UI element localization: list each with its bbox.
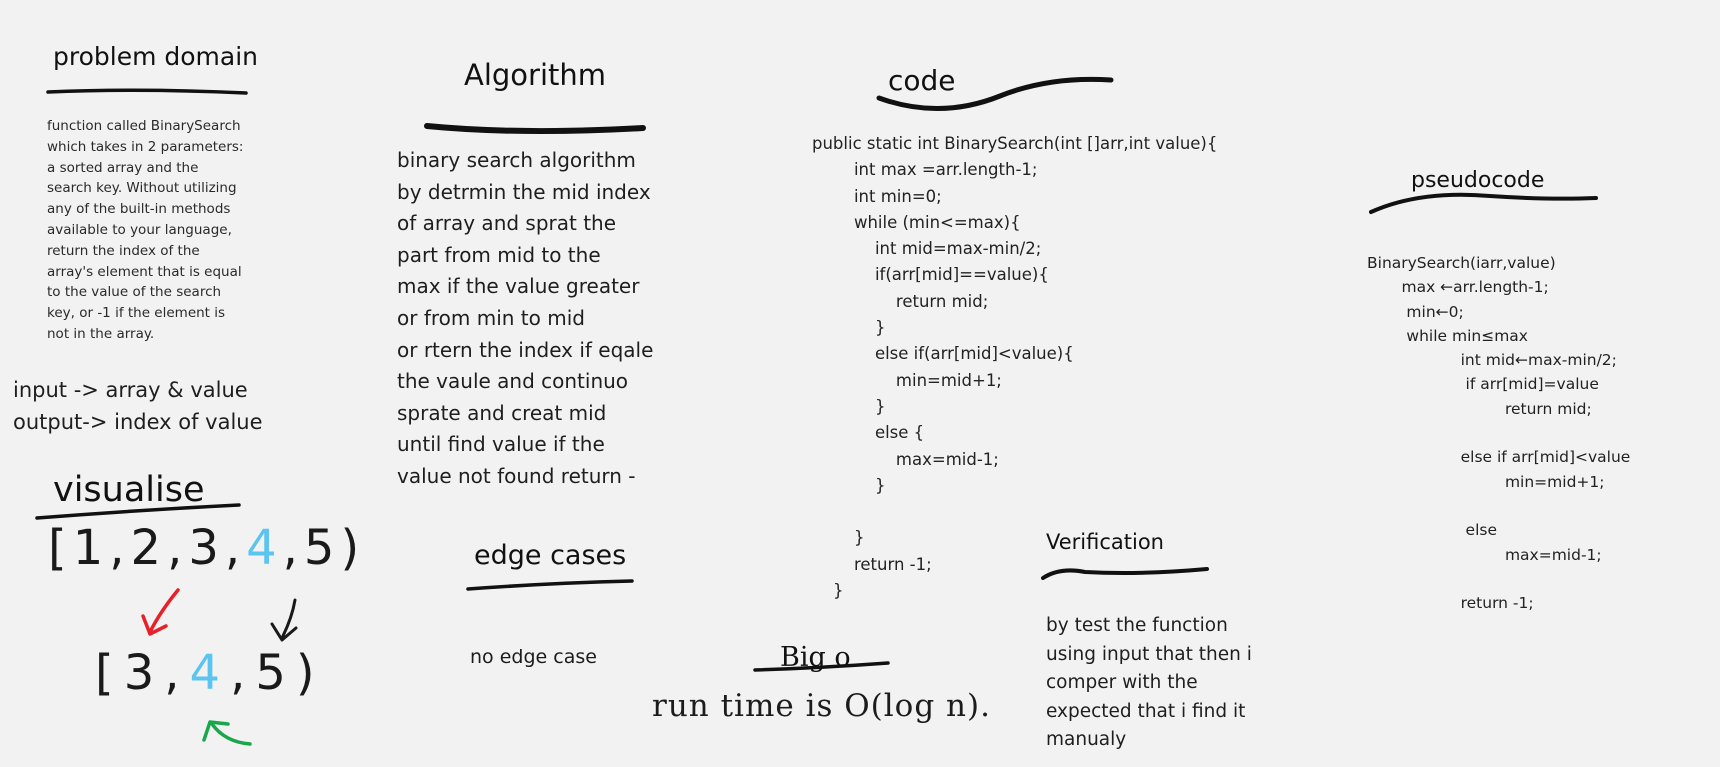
- problem-line: return the index of the: [47, 242, 200, 259]
- problem-line: available to your language,: [47, 221, 232, 238]
- code-line: }: [812, 318, 886, 338]
- code-line: max=mid-1;: [812, 449, 999, 469]
- pseudo-line: return -1;: [1367, 594, 1534, 613]
- algorithm-line: max if the value greater: [397, 274, 640, 299]
- verification-heading: Verification: [1046, 530, 1164, 554]
- problem-line: a sorted array and the: [47, 159, 199, 176]
- pseudo-line: [1367, 567, 1630, 591]
- algorithm-line: until find value if the: [397, 432, 605, 457]
- code-block: public static int BinarySearch(int []arr…: [812, 131, 1217, 604]
- pseudo-line: if arr[mid]=value: [1367, 375, 1599, 394]
- array-row-sub: [3,4,5): [95, 645, 325, 701]
- red-arrow-icon: [141, 588, 180, 636]
- algorithm-line: of array and sprat the: [397, 211, 617, 236]
- array-sub-right: ,5): [230, 645, 325, 701]
- pseudo-line: [1367, 421, 1630, 445]
- verification-line: by test the function: [1046, 615, 1228, 636]
- edge-cases-text: no edge case: [470, 646, 597, 668]
- problem-line: not in the array.: [47, 325, 155, 342]
- algorithm-line: the vaule and continuo: [397, 369, 629, 394]
- code-line: else if(arr[mid]<value){: [812, 344, 1074, 364]
- verification-line: manualy: [1046, 729, 1127, 750]
- pseudo-line: [1367, 494, 1630, 518]
- verification-text: by test the function using input that th…: [1046, 612, 1252, 755]
- problem-line: which takes in 2 parameters:: [47, 138, 244, 155]
- input-line: input -> array & value: [13, 378, 248, 402]
- algorithm-line: or from min to mid: [397, 305, 585, 330]
- array-sub-left: [3,: [95, 645, 190, 701]
- code-line: public static int BinarySearch(int []arr…: [812, 134, 1218, 153]
- algorithm-line: part from mid to the: [397, 242, 601, 267]
- pseudo-line: else: [1367, 521, 1497, 540]
- edge-cases-underline: [466, 579, 634, 591]
- verification-line: using input that then i: [1046, 643, 1252, 665]
- array-sub-highlight: 4: [189, 645, 231, 701]
- pseudo-line: max=mid-1;: [1367, 545, 1602, 564]
- problem-line: array's element that is equal: [47, 263, 242, 280]
- array-row-left: [1,2,3,: [48, 520, 247, 576]
- algorithm-line: binary search algorithm: [397, 148, 636, 172]
- code-underline: [876, 76, 1114, 111]
- code-line: else {: [812, 423, 925, 443]
- big-o-text: run time is O(log n).: [652, 688, 991, 724]
- algorithm-underline: [424, 123, 646, 135]
- problem-line: search key. Without utilizing: [47, 180, 237, 197]
- code-line: int min=0;: [812, 186, 942, 206]
- code-heading: code: [888, 64, 956, 97]
- code-line: }: [812, 475, 886, 495]
- pseudo-line: BinarySearch(iarr,value): [1367, 254, 1556, 272]
- green-arrow-icon: [202, 720, 252, 746]
- pseudocode-underline: [1369, 192, 1598, 214]
- verification-line: expected that i find it: [1046, 700, 1246, 722]
- array-row-full: [1,2,3,4,5): [48, 520, 365, 576]
- black-arrow-icon: [270, 598, 298, 642]
- code-line: min=mid+1;: [812, 370, 1002, 390]
- algorithm-line: sprate and creat mid: [397, 400, 607, 425]
- pseudocode-heading: pseudocode: [1411, 168, 1545, 193]
- edge-cases-heading: edge cases: [474, 540, 627, 571]
- code-line: while (min<=max){: [812, 212, 1021, 232]
- pseudo-line: return mid;: [1367, 399, 1592, 418]
- problem-domain-text: function called BinarySearch which takes…: [47, 116, 277, 345]
- code-line: int max =arr.length-1;: [812, 160, 1038, 180]
- code-line: return -1;: [812, 554, 932, 574]
- code-line: return mid;: [812, 291, 989, 311]
- pseudo-line: min←0;: [1367, 302, 1464, 321]
- big-o-underline: [753, 661, 890, 672]
- problem-domain-heading: problem domain: [53, 42, 259, 71]
- code-line: if(arr[mid]==value){: [812, 265, 1049, 285]
- pseudo-line: else if arr[mid]<value: [1367, 448, 1631, 467]
- output-line: output-> index of value: [13, 410, 263, 434]
- visualise-arrows: [141, 588, 298, 746]
- pseudo-line: while min≤max: [1367, 326, 1528, 345]
- code-line: }: [812, 528, 865, 548]
- array-row-right: ,5): [282, 520, 366, 576]
- code-line: }: [812, 396, 886, 416]
- verification-line: comper with the: [1046, 672, 1198, 693]
- verification-underline: [1041, 567, 1209, 580]
- problem-line: any of the built-in methods: [47, 201, 231, 218]
- problem-line: to the value of the search: [47, 284, 222, 301]
- visualise-heading: visualise: [53, 470, 205, 510]
- code-line: }: [812, 581, 844, 601]
- problem-line: function called BinarySearch: [47, 118, 241, 134]
- algorithm-line: by detrmin the mid index: [397, 179, 651, 204]
- pseudo-line: int mid←max-min/2;: [1367, 351, 1617, 370]
- problem-line: key, or -1 if the element is: [47, 305, 226, 322]
- pseudocode-block: BinarySearch(iarr,value) max ←arr.length…: [1367, 251, 1630, 615]
- algorithm-line: value not found return -: [397, 463, 636, 488]
- array-highlight: 4: [246, 520, 283, 576]
- code-line: int mid=max-min/2;: [812, 239, 1042, 259]
- problem-domain-underline: [46, 88, 248, 95]
- visualise-underline: [35, 503, 241, 520]
- input-output: input -> array & value output-> index of…: [13, 374, 263, 438]
- algorithm-heading: Algorithm: [464, 58, 607, 92]
- pseudo-line: max ←arr.length-1;: [1367, 278, 1549, 297]
- algorithm-text: binary search algorithm by detrmin the m…: [397, 145, 687, 493]
- pseudo-line: min=mid+1;: [1367, 472, 1605, 491]
- algorithm-line: or rtern the index if eqale: [397, 337, 654, 362]
